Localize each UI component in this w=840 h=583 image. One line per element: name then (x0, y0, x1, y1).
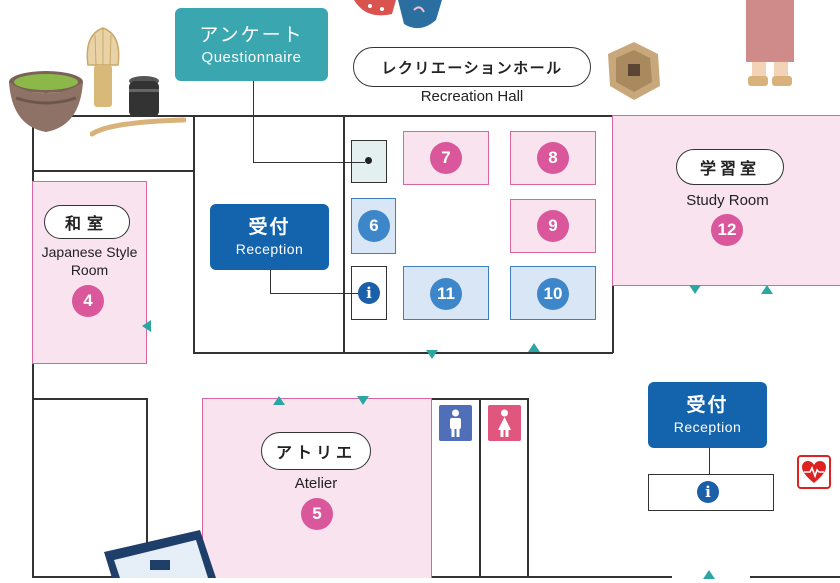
cushion-icon (606, 40, 662, 102)
wall-hall-divider (343, 115, 345, 353)
reception-sign-main[interactable]: 受付 Reception (210, 204, 329, 270)
book-icon (104, 530, 216, 578)
wall-hall-bottom (193, 352, 613, 354)
wall-left-corridor (32, 398, 147, 400)
info-icon: i (358, 282, 380, 304)
wall-tearoom-divider (193, 115, 195, 353)
wall-top-left (32, 115, 612, 117)
wall-restroom-mid (479, 398, 481, 578)
info-icon: i (697, 481, 719, 503)
reception-main-jp: 受付 (248, 217, 291, 238)
room-number-12: 12 (711, 214, 743, 246)
reception-right-leader (709, 447, 711, 475)
entrance-arrow-icon (357, 396, 369, 405)
study-room[interactable] (612, 115, 840, 286)
kimono-figure-icon (740, 0, 800, 92)
recreation-hall-en: Recreation Hall (420, 88, 524, 105)
entrance-arrow-icon (703, 570, 715, 579)
reception-sign-right[interactable]: 受付 Reception (648, 382, 767, 448)
study-room-en: Study Room (686, 192, 769, 209)
tea-caddy-icon (126, 75, 162, 121)
wall-bottom-right (750, 576, 840, 578)
atelier-label: アトリエ (261, 432, 371, 470)
booth-number-10: 10 (537, 278, 569, 310)
wall-tearoom-bottom (32, 170, 194, 172)
reception-right-en: Reception (673, 419, 742, 435)
male-restroom-icon[interactable] (439, 405, 472, 441)
atelier-en: Atelier (294, 475, 338, 492)
wall-restroom-right (527, 398, 529, 578)
reception-leader-v (270, 268, 272, 294)
booth-number-6: 6 (358, 210, 390, 242)
entrance-arrow-icon (689, 285, 701, 294)
questionnaire-dot (365, 157, 372, 164)
study-room-label: 学習室 (676, 149, 784, 185)
tea-scoop-icon (89, 116, 187, 140)
questionnaire-sign[interactable]: アンケート Questionnaire (175, 8, 328, 81)
booth-number-8: 8 (537, 142, 569, 174)
entrance-arrow-icon (528, 343, 540, 352)
entrance-arrow-icon (426, 350, 438, 359)
reception-leader-h (270, 293, 358, 295)
reception-main-en: Reception (235, 241, 304, 257)
booth-number-9: 9 (537, 210, 569, 242)
aed-heart-icon[interactable] (797, 455, 831, 489)
questionnaire-leader-v (253, 80, 255, 163)
female-restroom-icon[interactable] (488, 405, 521, 441)
paper-balloon-icon (352, 0, 444, 34)
atelier-room[interactable] (202, 398, 432, 578)
recreation-hall-label: レクリエーションホール (353, 47, 591, 87)
questionnaire-leader-h (253, 162, 365, 164)
entrance-arrow-icon (761, 285, 773, 294)
reception-right-jp: 受付 (686, 395, 729, 416)
booth-number-7: 7 (430, 142, 462, 174)
japanese-room-label: 和室 (44, 205, 130, 239)
matcha-bowl-icon (6, 68, 86, 136)
wall-left-room-right (146, 398, 148, 578)
japanese-room-en-line2: Room (70, 262, 109, 278)
questionnaire-jp: アンケート (199, 25, 304, 46)
entrance-arrow-icon (142, 320, 151, 332)
entrance-arrow-icon (273, 396, 285, 405)
questionnaire-en: Questionnaire (201, 49, 302, 66)
room-number-4: 4 (72, 285, 104, 317)
room-number-5: 5 (301, 498, 333, 530)
booth-number-11: 11 (430, 278, 462, 310)
tea-whisk-icon (80, 25, 126, 110)
japanese-room-en-line1: Japanese Style (41, 244, 138, 260)
